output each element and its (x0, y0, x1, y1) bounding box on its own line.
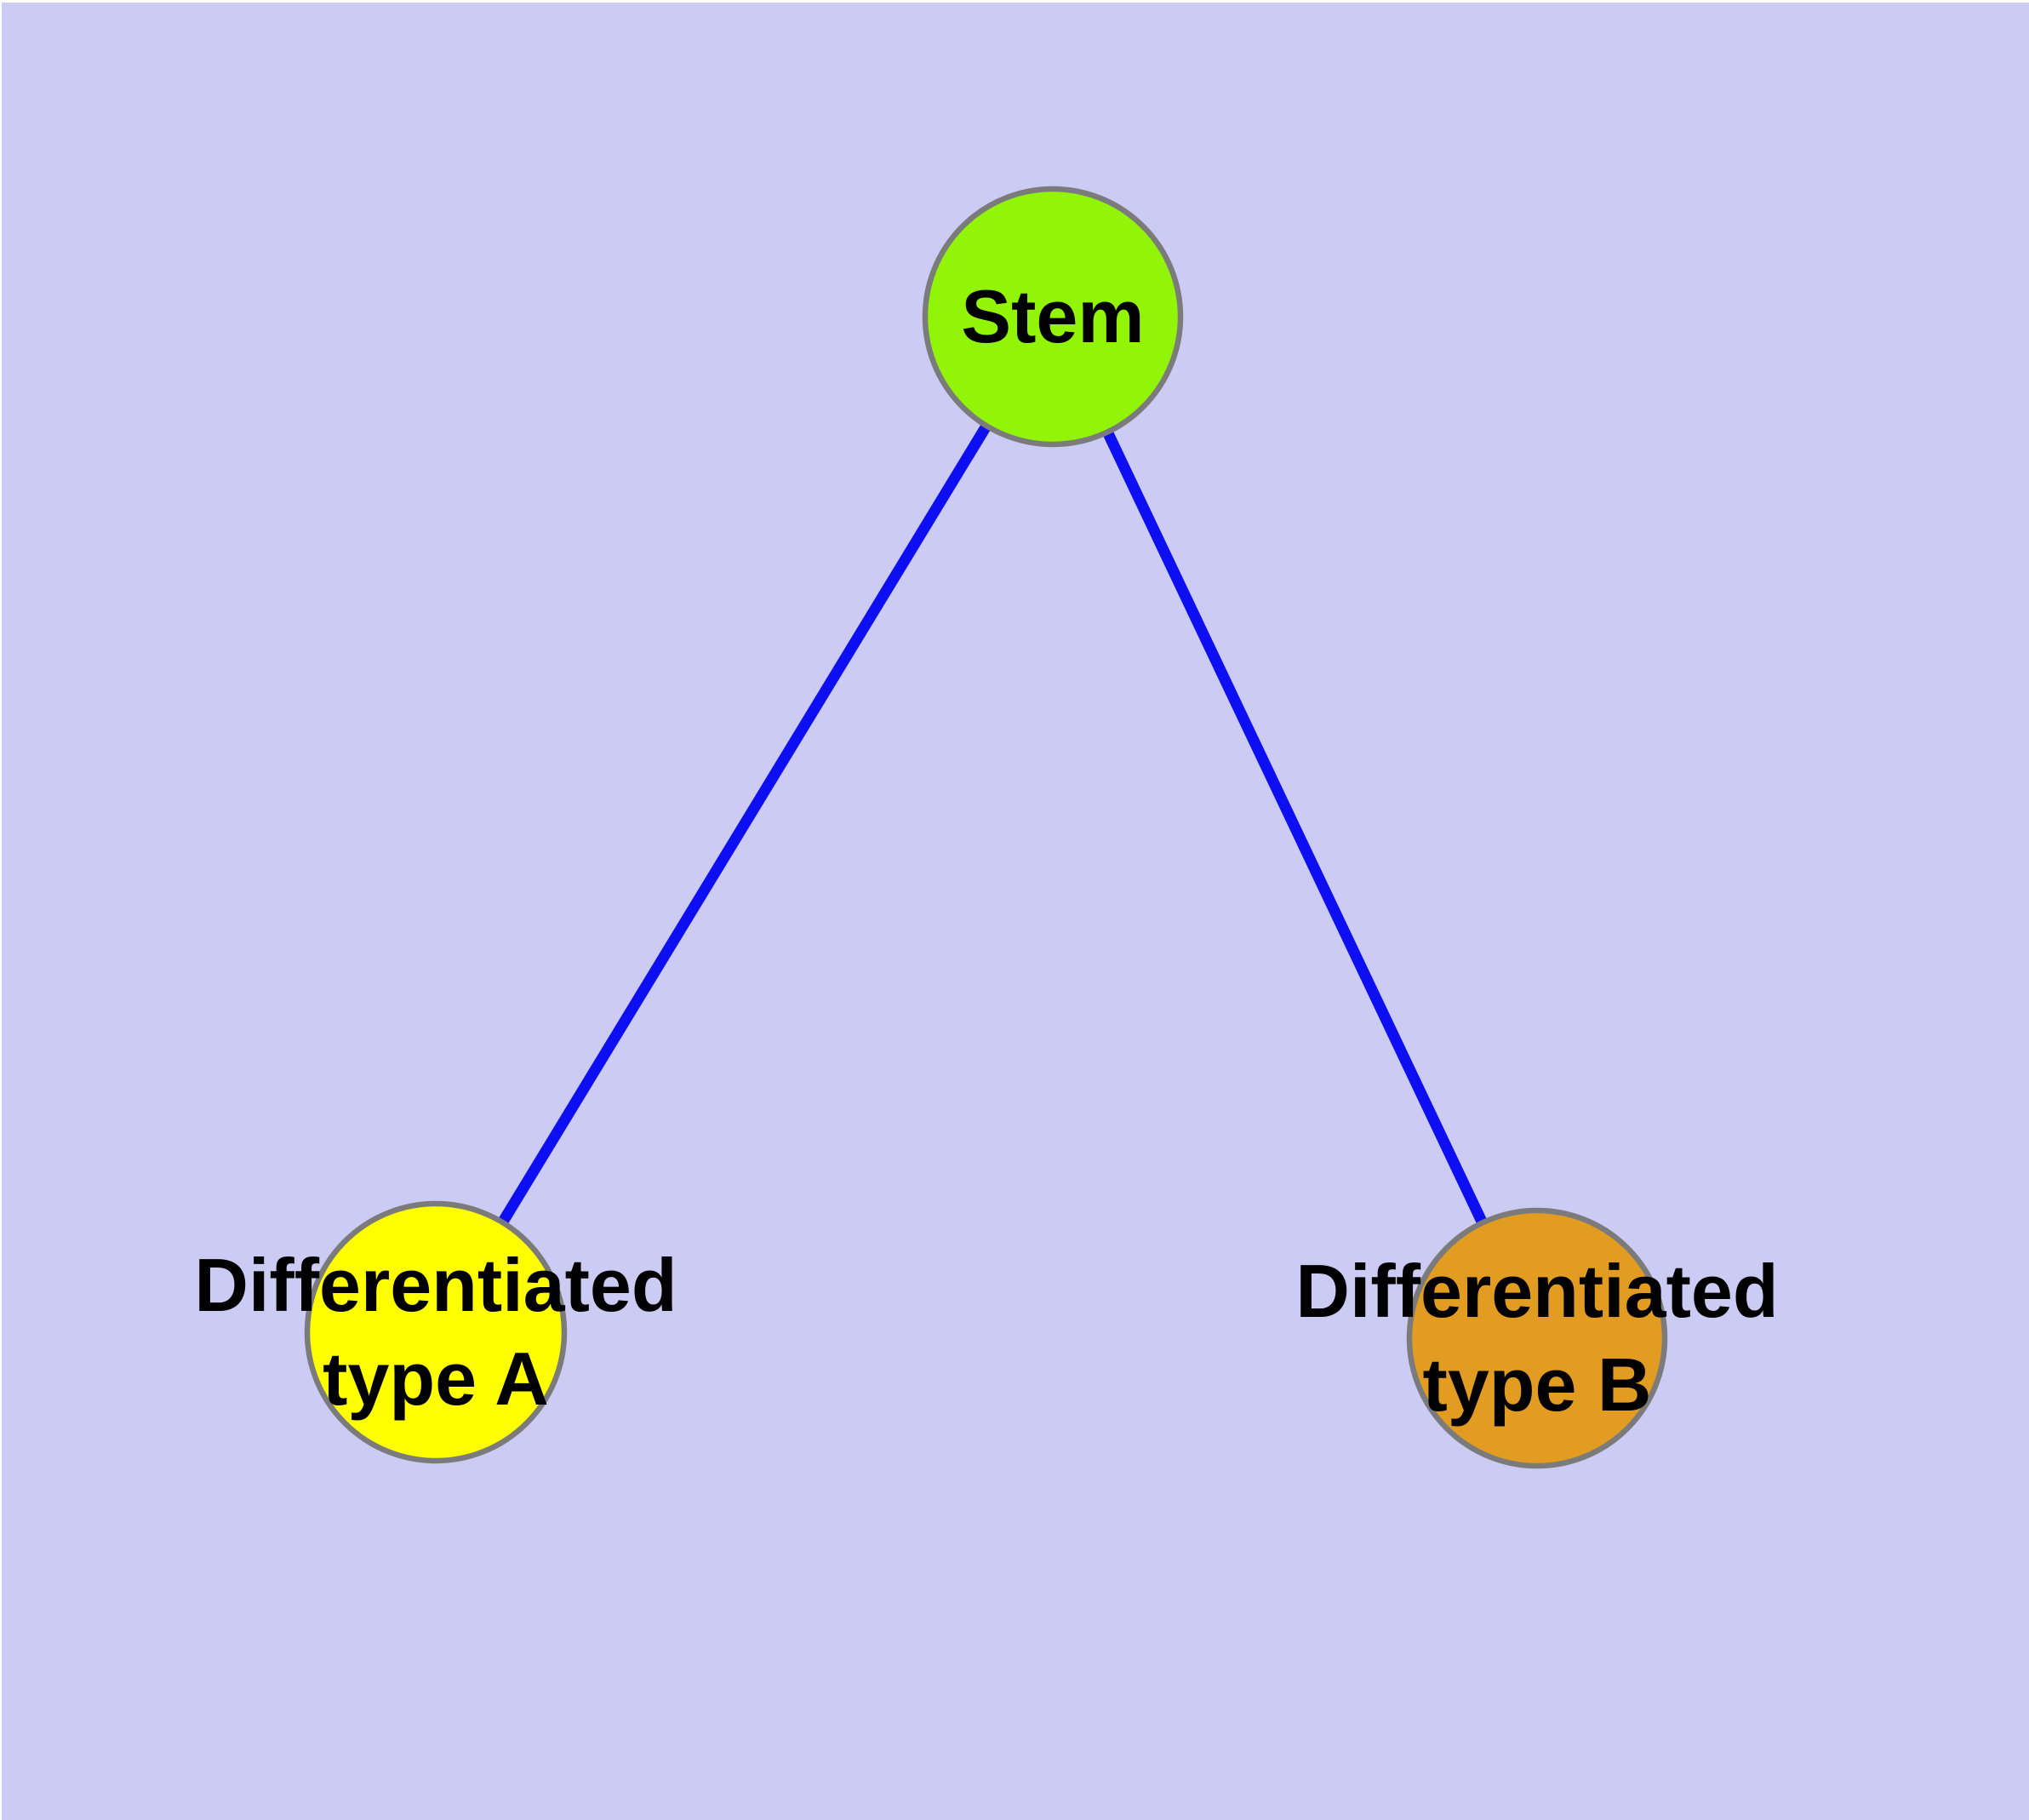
node-stem (922, 186, 1184, 448)
node-type-b (1406, 1207, 1668, 1469)
edges-layer (431, 313, 1542, 1341)
node-type-a (304, 1200, 568, 1464)
nodes-layer (304, 186, 1668, 1469)
edge-stem-type-b (1048, 314, 1542, 1341)
edge-stem-type-a (431, 313, 1058, 1336)
